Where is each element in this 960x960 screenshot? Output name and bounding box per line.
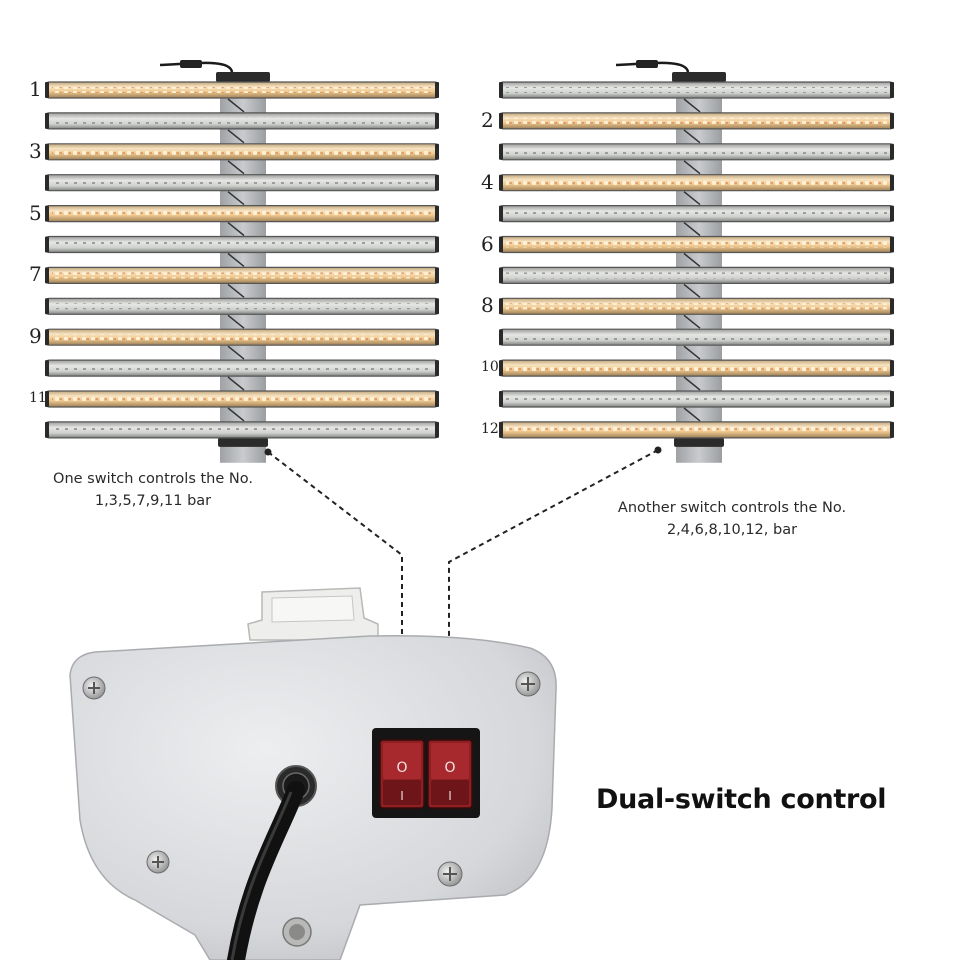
right-bar [499,143,894,161]
left-power-wire [159,61,234,73]
bar-number-label: 4 [481,169,494,194]
right-bar [499,328,894,346]
switch-on-symbol: I [448,789,452,803]
left-bar [45,390,439,408]
screw-bottom-right [437,861,463,887]
right-bar [499,421,894,439]
left-caption: One switch controls the No. 1,3,5,7,9,11… [30,468,276,512]
control-box [69,587,557,960]
right-caption-line1: Another switch controls the No. [617,500,847,516]
screw-bottom-left [146,850,170,874]
left-bar [45,112,439,130]
left-bar [45,81,439,99]
rocker-switch[interactable]: OI [427,739,473,809]
left-link-wire [227,345,245,360]
connector-left-dot [264,448,272,456]
right-link-wire [683,407,701,422]
left-link-wire [227,160,245,175]
screw-top-right [515,671,541,697]
bar-number-label: 3 [29,138,42,163]
left-link-wire [227,222,245,237]
left-bar [45,421,439,439]
right-bottom-cap [674,437,724,447]
switch-on-symbol: I [400,789,404,803]
left-bar [45,143,439,161]
connector-right-dot [654,446,662,454]
right-bar [499,174,894,192]
left-bar [45,235,439,254]
bar-number-label: 6 [481,231,494,256]
right-link-wire [683,252,701,267]
left-link-wire [227,98,245,113]
right-top-cap [672,72,726,82]
right-bar [499,81,894,99]
left-top-cap [216,72,270,82]
bar-number-label: 5 [29,200,42,225]
left-link-wire [227,252,245,267]
left-bottom-cap [218,437,268,447]
left-caption-line1: One switch controls the No. [53,471,253,487]
left-link-wire [227,129,245,144]
right-bar [499,297,894,315]
right-caption-line2: 2,4,6,8,10,12, bar [666,522,798,538]
right-link-wire [683,222,701,237]
left-bar [45,297,439,315]
right-bar [499,205,894,223]
left-bar [45,174,439,192]
left-link-wire [227,283,245,298]
right-link-wire [683,98,701,113]
left-link-wire [227,314,245,329]
switch-off-symbol: O [444,760,455,776]
bar-number-label: 9 [29,324,42,349]
bar-number-label: 7 [29,262,42,287]
right-bar [499,390,894,408]
right-connector-plug [636,60,658,68]
right-link-wire [683,283,701,298]
left-bar [45,205,439,223]
screw-top-left [82,676,106,700]
rocker-switch[interactable]: OI [379,739,425,809]
bar-number-label: 8 [481,293,494,318]
right-link-wire [683,191,701,206]
right-bar [499,235,894,254]
bar-number-label: 12 [481,420,499,437]
bar-number-label: 2 [481,107,494,132]
right-link-wire [683,160,701,175]
right-bar [499,266,894,284]
bar-number-label: 1 [29,77,42,101]
left-light-fixture [45,60,439,463]
right-link-wire [683,345,701,360]
left-link-wire [227,191,245,206]
switch-off-symbol: O [396,760,407,776]
right-link-wire [683,129,701,144]
right-bar [499,359,894,377]
left-bar [45,266,439,284]
bar-number-label: 11 [29,390,47,406]
right-caption: Another switch controls the No. 2,4,6,8,… [590,497,874,541]
left-bar [45,359,439,377]
left-link-wire [227,376,245,391]
right-link-wire [683,376,701,391]
right-light-fixture [499,60,894,463]
page-title: Dual-switch control [596,784,887,815]
bar-number-label: 10 [481,359,499,376]
left-connector-plug [180,60,202,68]
right-link-wire [683,314,701,329]
left-link-wire [227,407,245,422]
left-caption-line2: 1,3,5,7,9,11 bar [94,493,212,509]
power-cable [227,781,305,960]
right-bar [499,112,894,130]
right-power-wire [615,61,690,73]
left-bar [45,328,439,346]
